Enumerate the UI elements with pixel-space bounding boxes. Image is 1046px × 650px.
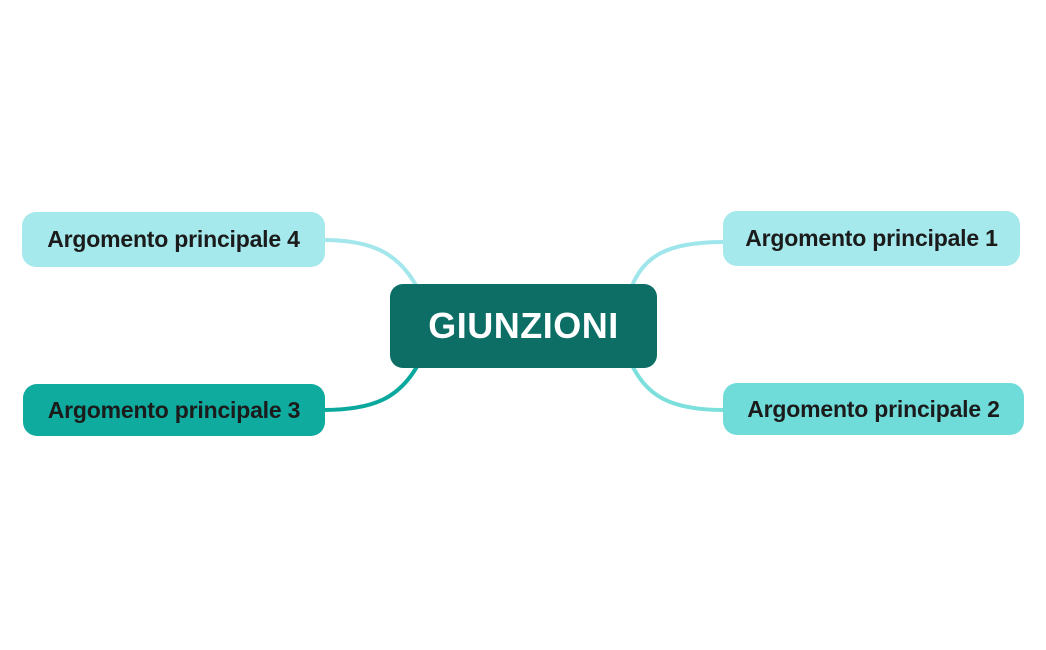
central-topic-node[interactable]: GIUNZIONI — [390, 284, 657, 368]
topic-label-2: Argomento principale 2 — [747, 395, 1000, 422]
connector-topic-2 — [628, 359, 726, 412]
central-topic-label: GIUNZIONI — [428, 305, 619, 346]
topic-label-4: Argomento principale 4 — [47, 226, 300, 252]
connector-topic-4 — [321, 238, 421, 293]
topic-node-1[interactable]: Argomento principale 1 — [723, 211, 1020, 266]
topic-label-1: Argomento principale 1 — [745, 225, 998, 251]
connector-topic-3 — [321, 361, 421, 412]
topic-label-3: Argomento principale 3 — [47, 396, 301, 423]
topic-node-4[interactable]: Argomento principale 4 — [22, 212, 325, 267]
topic-node-2[interactable]: Argomento principale 2 — [723, 383, 1024, 435]
connector-topic-1 — [628, 240, 726, 293]
topic-node-3[interactable]: Argomento principale 3 — [23, 384, 325, 436]
